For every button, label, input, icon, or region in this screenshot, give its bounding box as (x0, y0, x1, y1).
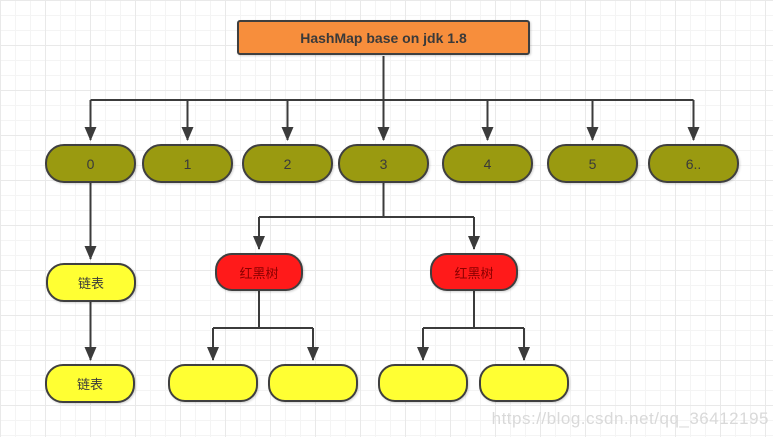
bucket-node-2[interactable]: 2 (242, 144, 333, 183)
linked-list-node-2[interactable]: 链表 (45, 364, 135, 403)
leaf-node-1[interactable] (168, 364, 258, 402)
bucket-node-3[interactable]: 3 (338, 144, 429, 183)
bucket-node-1[interactable]: 1 (142, 144, 233, 183)
root-node-hashmap-title[interactable]: HashMap base on jdk 1.8 (237, 20, 530, 55)
bucket-node-6[interactable]: 6.. (648, 144, 739, 183)
red-black-tree-node-left[interactable]: 红黑树 (215, 253, 303, 291)
bucket-node-5[interactable]: 5 (547, 144, 638, 183)
bucket-node-4[interactable]: 4 (442, 144, 533, 183)
leaf-node-2[interactable] (268, 364, 358, 402)
bucket-node-0[interactable]: 0 (45, 144, 136, 183)
red-black-tree-node-right[interactable]: 红黑树 (430, 253, 518, 291)
leaf-node-3[interactable] (378, 364, 468, 402)
linked-list-node-1[interactable]: 链表 (46, 263, 136, 302)
watermark: https://blog.csdn.net/qq_36412195 (491, 409, 769, 428)
leaf-node-4[interactable] (479, 364, 569, 402)
